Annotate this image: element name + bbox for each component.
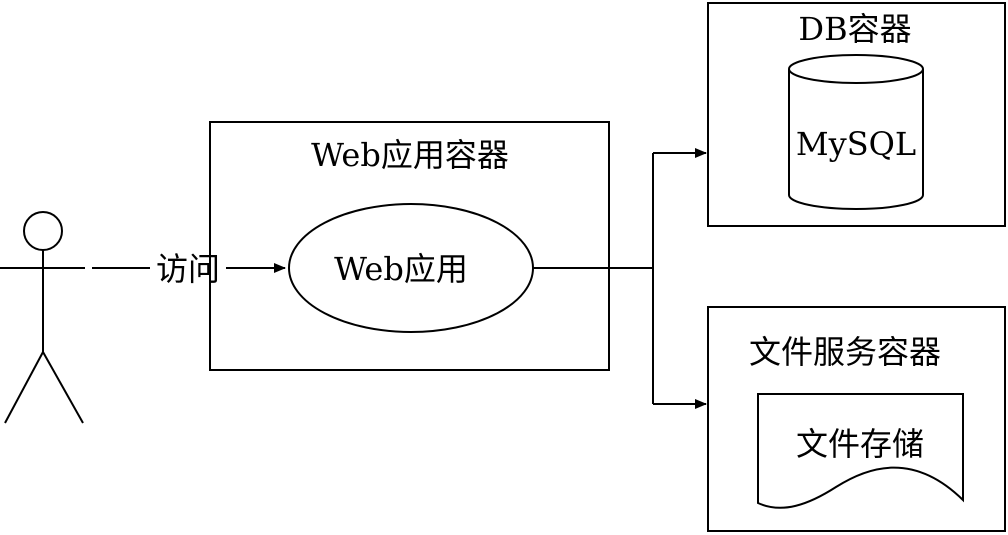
file-storage-label: 文件存储 [796, 425, 924, 463]
web-container-title: Web应用容器 [311, 136, 509, 174]
db-container-box [707, 2, 1006, 227]
web-container-box [209, 121, 610, 371]
file-container-box [707, 306, 1006, 532]
db-label: MySQL [796, 125, 916, 163]
db-container-title: DB容器 [798, 10, 911, 48]
database-cylinder-icon [788, 54, 924, 210]
access-label: 访问 [156, 250, 220, 288]
file-container-title: 文件服务容器 [749, 333, 941, 371]
actor-icon [0, 211, 85, 424]
outgoing-connectors [533, 148, 707, 409]
web-app-label: Web应用 [334, 250, 468, 288]
file-storage-document-icon [757, 393, 964, 509]
